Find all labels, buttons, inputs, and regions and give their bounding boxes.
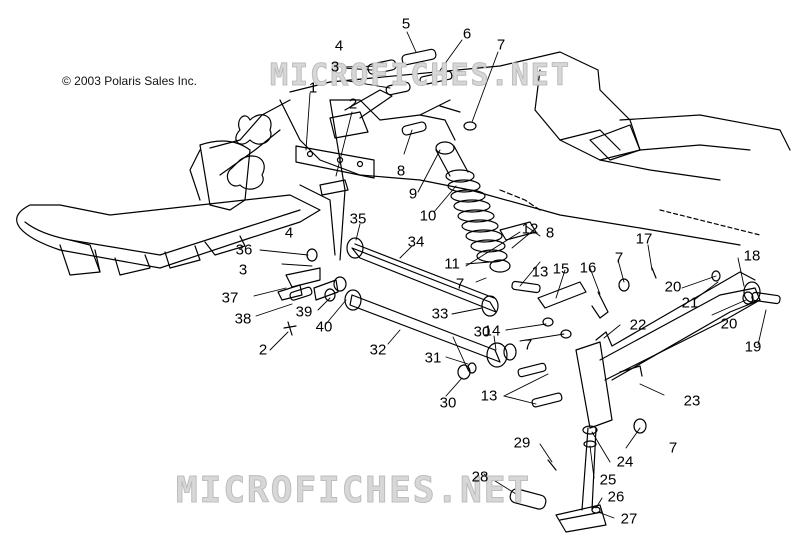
callout-34: 34 — [407, 233, 425, 251]
callout-16: 16 — [579, 259, 597, 277]
callout-7-lower: 7 — [668, 439, 678, 457]
callout-15: 15 — [552, 260, 570, 278]
callout-19: 19 — [744, 338, 762, 356]
mid-hardware — [457, 280, 609, 408]
callout-4-upper: 4 — [334, 37, 344, 55]
callout-11: 11 — [444, 255, 460, 273]
frame-outline — [279, 51, 791, 261]
callout-26: 26 — [607, 488, 625, 506]
callout-3-upper: 3 — [330, 58, 340, 76]
callout-32: 32 — [369, 341, 387, 359]
callout-30-lower: 30 — [439, 394, 457, 412]
callout-5: 5 — [401, 15, 411, 33]
callout-13-lower: 13 — [480, 387, 498, 405]
callout-17: 17 — [635, 230, 653, 248]
leader-lines — [253, 31, 767, 519]
callout-22: 22 — [629, 316, 647, 334]
callout-9: 9 — [408, 185, 418, 203]
torque-arms — [344, 237, 517, 368]
callout-39: 39 — [295, 303, 313, 321]
callout-37: 37 — [221, 289, 239, 307]
callout-7-top: 7 — [496, 36, 506, 54]
watermark-bottom: MICROFICHES.NET — [175, 470, 532, 512]
callout-12: 12 — [521, 220, 539, 238]
callout-6: 6 — [462, 25, 472, 43]
callout-7-shock: 7 — [455, 275, 465, 293]
callout-2-lower: 2 — [258, 341, 268, 359]
shock-absorber — [401, 105, 541, 273]
callout-24: 24 — [616, 453, 634, 471]
callout-7-mid: 7 — [523, 336, 533, 354]
callout-13-upper: 13 — [531, 263, 549, 281]
callout-25: 25 — [599, 471, 617, 489]
callout-2-upper: 2 — [348, 95, 358, 113]
copyright-notice: © 2003 Polaris Sales Inc. — [62, 74, 197, 88]
callout-28: 28 — [471, 468, 489, 486]
callout-30-upper: 30 — [473, 323, 491, 341]
callout-33: 33 — [431, 305, 449, 323]
callout-18: 18 — [743, 247, 761, 265]
ski-assembly — [16, 99, 321, 276]
callout-29: 29 — [513, 434, 531, 452]
watermark-top: MICROFICHES.NET — [270, 58, 571, 94]
callout-1: 1 — [308, 79, 318, 97]
callout-38: 38 — [234, 310, 252, 328]
callout-35: 35 — [349, 210, 367, 228]
upper-bolts — [329, 48, 453, 139]
callout-4-lower: 4 — [284, 224, 294, 242]
callout-14: 14 — [483, 322, 501, 340]
callout-20-left: 20 — [664, 278, 682, 296]
callout-23: 23 — [683, 392, 701, 410]
callout-31: 31 — [424, 349, 442, 367]
callout-20-right: 20 — [720, 315, 738, 333]
callout-7-right: 7 — [614, 249, 624, 267]
spindle-assembly — [509, 267, 781, 533]
callout-8-lower: 8 — [545, 224, 555, 242]
callout-21: 21 — [681, 294, 699, 312]
callout-3-lower: 3 — [238, 261, 248, 279]
callout-40: 40 — [315, 318, 333, 336]
left-brackets — [277, 248, 347, 336]
callout-27: 27 — [620, 510, 638, 528]
callout-10: 10 — [419, 207, 437, 225]
mounting-plate — [295, 145, 375, 196]
callout-8-upper: 8 — [396, 162, 406, 180]
callout-36: 36 — [235, 241, 253, 259]
